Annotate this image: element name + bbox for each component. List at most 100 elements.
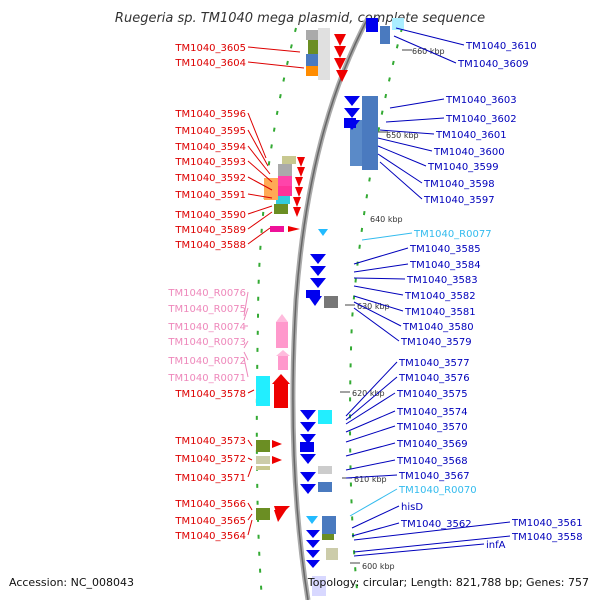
leader-line — [247, 465, 253, 478]
leader-line — [247, 160, 273, 183]
gene-label-left: TM1040_3604 — [174, 58, 246, 69]
gene-label-right: TM1040_3599 — [427, 162, 499, 173]
kbp-label: 640 kbp — [370, 215, 403, 224]
gene-label-right: TM1040_3603 — [445, 95, 517, 106]
leader-line — [345, 361, 398, 417]
gene-label-left: TM1040_R0071 — [167, 373, 246, 384]
kbp-ticks: 660 kbp 650 kbp 640 kbp 630 kbp 620 kbp … — [340, 47, 445, 571]
gene-label-right: TM1040_3575 — [396, 389, 468, 400]
leader-line — [353, 295, 404, 312]
leader-line — [353, 521, 511, 541]
gene-label-left: TM1040_3594 — [174, 142, 246, 153]
leader-line — [351, 505, 400, 529]
kbp-label: 650 kbp — [386, 131, 419, 140]
gene-label-right: TM1040_3558 — [511, 532, 583, 543]
leader-line — [247, 513, 253, 521]
leader-line — [345, 376, 398, 421]
leader-line — [243, 307, 249, 321]
leader-line — [377, 145, 427, 167]
gene-label-left: TM1040_3565 — [174, 516, 246, 527]
leader-line — [345, 459, 396, 471]
leader-line — [247, 46, 301, 53]
kbp-label: 600 kbp — [362, 562, 395, 571]
gene-label-right: TM1040_R0077 — [413, 229, 492, 240]
gene-label-left: TM1040_3605 — [174, 43, 246, 54]
gene-label-right: TM1040_3580 — [402, 322, 474, 333]
gene-label-left: TM1040_3590 — [174, 210, 246, 221]
leader-line — [247, 145, 271, 175]
leader-line — [345, 392, 396, 425]
kbp-label: 610 kbp — [354, 475, 387, 484]
leader-line — [345, 425, 396, 443]
gene-label-left: TM1040_3571 — [174, 473, 246, 484]
leader-line — [345, 442, 396, 457]
gene-label-right: infA — [486, 540, 506, 551]
leader-line — [247, 176, 273, 191]
leader-line — [393, 35, 457, 64]
gene-label-left: TM1040_3564 — [174, 531, 246, 542]
gene-label-right: TM1040_R0070 — [398, 485, 477, 496]
gene-label-right: TM1040_3598 — [423, 179, 495, 190]
leader-line — [353, 277, 406, 280]
leader-line — [351, 522, 400, 537]
gene-label-right: TM1040_3609 — [457, 59, 529, 70]
leader-line — [379, 161, 423, 200]
gene-label-right: TM1040_3568 — [396, 456, 468, 467]
leader-line — [243, 340, 249, 349]
leader-line — [353, 543, 485, 557]
leader-line — [247, 205, 273, 215]
leader-line — [377, 137, 433, 152]
leader-line — [353, 247, 409, 265]
gene-label-right: TM1040_3602 — [445, 114, 517, 125]
leader-line — [247, 193, 273, 199]
gene-label-right: TM1040_3597 — [423, 195, 495, 206]
leader-line — [345, 474, 398, 479]
gene-label-right: TM1040_3576 — [398, 373, 470, 384]
leader-line — [247, 227, 271, 245]
gene-label-right: TM1040_3581 — [404, 307, 476, 318]
leader-line — [247, 439, 253, 447]
gene-label-right: TM1040_3569 — [396, 439, 468, 450]
gene-label-left: TM1040_R0073 — [167, 337, 246, 348]
gene-label-left: TM1040_3596 — [174, 109, 246, 120]
kbp-label: 630 kbp — [357, 302, 390, 311]
gene-label-left: TM1040_R0075 — [167, 304, 246, 315]
leader-line — [353, 307, 400, 342]
gene-label-left: TM1040_3595 — [174, 126, 246, 137]
gene-label-left: TM1040_R0076 — [167, 288, 246, 299]
gene-label-right: TM1040_3584 — [409, 260, 481, 271]
gc-track-right — [349, 27, 403, 600]
leader-line — [247, 502, 253, 511]
right-label-group: TM1040_3610TM1040_3609TM1040_3603TM1040_… — [345, 27, 583, 557]
leader-line — [385, 117, 445, 123]
leader-line — [243, 291, 249, 317]
leader-line — [247, 61, 305, 69]
leader-line — [379, 129, 435, 135]
left-label-group: TM1040_3605TM1040_3604TM1040_3596TM1040_… — [167, 43, 305, 542]
gene-label-right: TM1040_3570 — [396, 422, 468, 433]
leader-line — [247, 519, 253, 536]
gene-label-left: TM1040_R0072 — [167, 356, 246, 367]
topology-text: Topology: circular; Length: 821,788 bp; … — [307, 576, 589, 589]
leader-line — [247, 389, 255, 394]
gene-label-left: TM1040_3566 — [174, 499, 246, 510]
gene-label-right: TM1040_3579 — [400, 337, 472, 348]
gene-label-right: TM1040_3577 — [398, 358, 470, 369]
gene-label-right: TM1040_3600 — [433, 147, 505, 158]
gene-label-right: TM1040_3562 — [400, 519, 472, 530]
gene-label-right: TM1040_3561 — [511, 518, 583, 529]
gene-label-left: TM1040_3588 — [174, 240, 246, 251]
gene-label-left: TM1040_R0074 — [167, 322, 246, 333]
leader-line — [353, 535, 511, 553]
leader-line — [353, 263, 409, 273]
gene-label-right: TM1040_3585 — [409, 244, 481, 255]
gc-track-left — [255, 27, 297, 600]
leader-line — [243, 357, 249, 378]
gene-label-right: TM1040_3601 — [435, 130, 507, 141]
gene-label-left: TM1040_3593 — [174, 157, 246, 168]
accession-text: Accession: NC_008043 — [9, 576, 134, 589]
leader-line — [361, 232, 413, 241]
gene-label-left: TM1040_3578 — [174, 389, 246, 400]
leader-line — [389, 98, 445, 109]
